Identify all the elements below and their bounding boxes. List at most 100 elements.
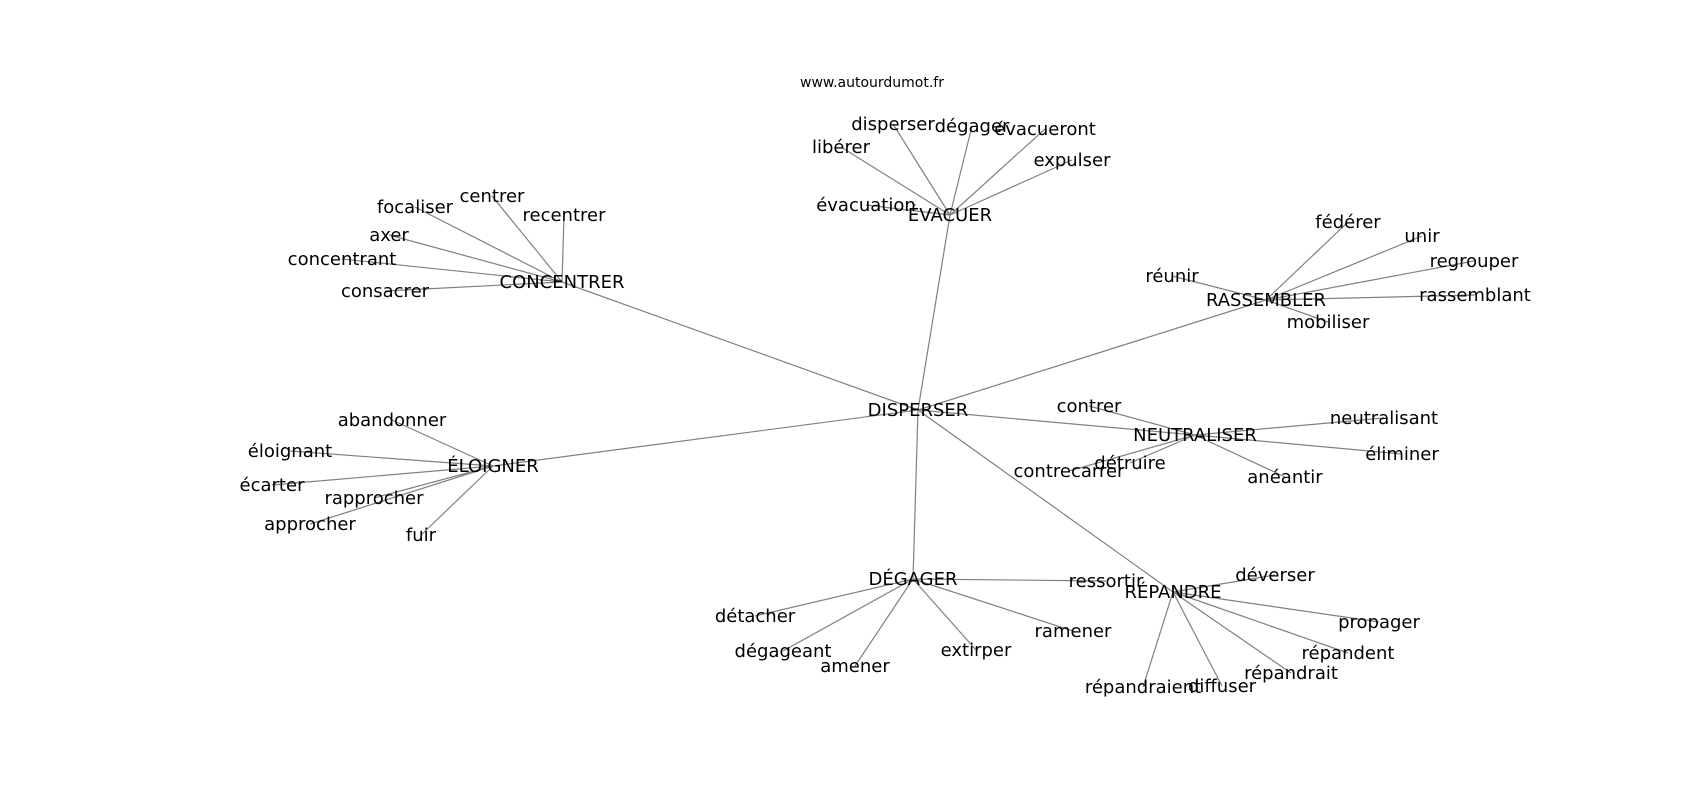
edge-consacrer-label — [384, 281, 563, 292]
concentrant-label[interactable]: concentrant — [288, 249, 397, 270]
edge-deverser-label — [1172, 574, 1276, 593]
edge-propager-label — [1172, 591, 1380, 623]
label-layer: DISPERSER CONCENTRER focaliser centrerrecen… — [240, 114, 1531, 698]
deverser-label[interactable]: déverser — [1235, 565, 1315, 586]
federer-label[interactable]: fédérer — [1315, 212, 1381, 233]
rassembler-hub[interactable]: RASSEMBLER — [1206, 290, 1326, 311]
eloignant-label[interactable]: éloignant — [248, 441, 332, 462]
edge-contrer-label — [1088, 405, 1196, 436]
unir-label[interactable]: unir — [1404, 226, 1440, 247]
repandrait-label[interactable]: répandrait — [1244, 663, 1338, 684]
contrer-label[interactable]: contrer — [1057, 396, 1122, 417]
degageant-label[interactable]: dégageant — [735, 641, 832, 662]
edge-center-rassembler-hub — [917, 299, 1267, 411]
edge-center-evacuer-hub — [917, 214, 951, 411]
edge-center-degager-hub — [912, 409, 919, 580]
approcher-label[interactable]: approcher — [264, 514, 356, 535]
edge-repandrait-label — [1172, 591, 1292, 674]
edge-rassemblant-label — [1265, 294, 1476, 301]
edge-evacuation-label — [865, 204, 951, 216]
edge-concentrant-label — [341, 258, 563, 283]
evacueront-label[interactable]: évacueront — [994, 119, 1096, 140]
center-word[interactable]: DISPERSER — [868, 400, 969, 421]
expulser-label[interactable]: expulser — [1033, 150, 1111, 171]
edge-approcher-label — [309, 465, 494, 525]
edge-mobiliser-label — [1265, 299, 1329, 323]
edge-eloignant-label — [289, 450, 494, 467]
repandent-label[interactable]: répandent — [1302, 643, 1395, 664]
edge-degageant-label — [782, 578, 914, 652]
edge-center-neutraliser-hub — [917, 409, 1196, 436]
extirper-label[interactable]: extirper — [941, 640, 1012, 661]
edge-amener-label — [854, 578, 914, 667]
degager-label[interactable]: dégager — [935, 116, 1010, 137]
edge-disperser-label — [892, 123, 951, 216]
edge-evacueront-label — [949, 128, 1046, 216]
edge-repandraient-label — [1142, 591, 1174, 688]
rapprocher-label[interactable]: rapprocher — [324, 488, 424, 509]
edge-detruire-label — [1129, 434, 1196, 464]
edge-degager-label — [949, 125, 973, 216]
neutraliser-hub[interactable]: NEUTRALISER — [1133, 425, 1257, 446]
edge-fuir-label — [420, 465, 494, 536]
edge-centrer-label — [491, 195, 563, 283]
edge-diffuser-label — [1172, 591, 1223, 687]
edge-unir-label — [1265, 235, 1423, 301]
edge-repandent-label — [1172, 591, 1349, 654]
diffuser-label[interactable]: diffuser — [1188, 676, 1257, 697]
evacuer-hub[interactable]: ÉVACUER — [908, 204, 992, 226]
edge-aneantir-label — [1194, 434, 1286, 478]
fuir-label[interactable]: fuir — [406, 525, 437, 546]
detruire-label[interactable]: détruire — [1094, 453, 1165, 474]
neutralisant-label[interactable]: neutralisant — [1330, 408, 1438, 429]
source-url: www.autourdumot.fr — [800, 75, 944, 91]
recentrer-label[interactable]: recentrer — [523, 205, 607, 226]
consacrer-label[interactable]: consacrer — [341, 281, 430, 302]
edge-extirper-label — [912, 578, 977, 651]
centrer-label[interactable]: centrer — [460, 186, 526, 207]
edge-center-eloigner-hub — [492, 409, 919, 467]
amener-label[interactable]: amener — [820, 656, 890, 677]
edge-center-repandre-hub — [917, 409, 1174, 593]
edge-layer — [271, 123, 1476, 688]
edge-regrouper-label — [1265, 260, 1475, 301]
edge-abandonner-label — [391, 419, 494, 467]
edge-expulser-label — [949, 159, 1073, 216]
focaliser-label[interactable]: focaliser — [377, 197, 454, 218]
rassemblant-label[interactable]: rassemblant — [1419, 285, 1531, 306]
edge-ressortir-label — [912, 578, 1107, 582]
axer-label[interactable]: axer — [369, 225, 409, 246]
eliminer-label[interactable]: éliminer — [1365, 444, 1439, 465]
ecarter-label[interactable]: écarter — [240, 475, 306, 496]
concentrer-hub[interactable]: CONCENTRER — [500, 272, 625, 293]
abandonner-label[interactable]: abandonner — [338, 410, 447, 431]
disperser-label[interactable]: disperser — [851, 114, 935, 135]
propager-label[interactable]: propager — [1338, 612, 1420, 633]
edge-ramener-label — [912, 578, 1074, 632]
edge-rapprocher-label — [373, 465, 494, 499]
reunir-label[interactable]: réunir — [1145, 266, 1199, 287]
aneantir-label[interactable]: anéantir — [1247, 467, 1323, 488]
edge-eliminer-label — [1194, 434, 1403, 455]
contrecarrer-label[interactable]: contrecarrer — [1014, 461, 1126, 482]
eloigner-hub[interactable]: ÉLOIGNER — [447, 455, 539, 477]
edge-contrecarrer-label — [1068, 434, 1196, 472]
mobiliser-label[interactable]: mobiliser — [1287, 312, 1370, 333]
regrouper-label[interactable]: regrouper — [1430, 251, 1519, 272]
ramener-label[interactable]: ramener — [1035, 621, 1113, 642]
detacher-label[interactable]: détacher — [715, 606, 796, 627]
evacuation-label[interactable]: évacuation — [816, 195, 916, 216]
edge-federer-label — [1265, 221, 1349, 301]
edge-reunir-label — [1171, 275, 1267, 301]
repandre-hub[interactable]: RÉPANDRE — [1124, 581, 1221, 603]
degager-hub[interactable]: DÉGAGER — [868, 568, 957, 590]
edge-neutralisant-label — [1194, 417, 1385, 436]
edge-ecarter-label — [271, 465, 494, 486]
liberer-label[interactable]: libérer — [812, 137, 871, 158]
edge-axer-label — [388, 234, 563, 283]
edge-liberer-label — [840, 146, 951, 216]
ressortir-label[interactable]: ressortir — [1069, 571, 1144, 592]
edge-focaliser-label — [414, 206, 563, 283]
repandraient-label[interactable]: répandraient — [1085, 677, 1201, 698]
